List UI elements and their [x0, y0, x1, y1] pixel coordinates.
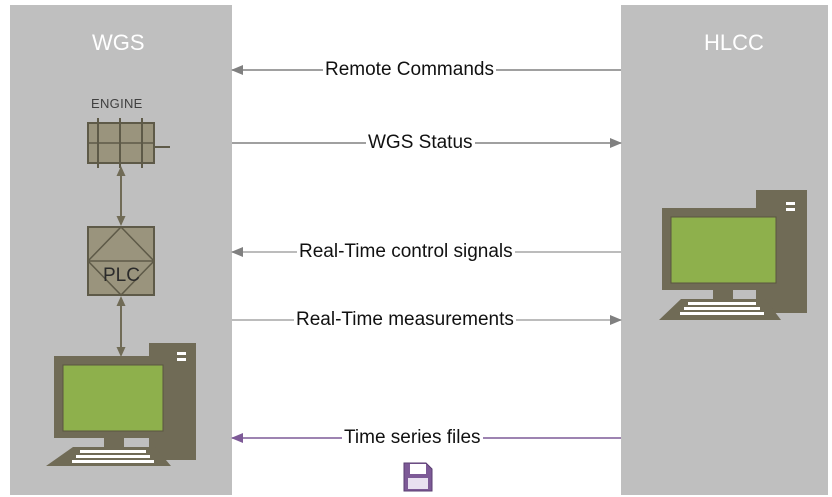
computer-icon [46, 343, 196, 466]
wgs-title: WGS [92, 30, 145, 55]
message-label-control-signals: Real-Time control signals [297, 241, 515, 263]
plc-label: PLC [103, 265, 140, 286]
hlcc-title: HLCC [704, 30, 764, 55]
message-label-remote-commands: Remote Commands [323, 59, 496, 81]
engine-icon [87, 118, 170, 168]
message-label-wgs-status: WGS Status [366, 132, 475, 154]
floppy-disk-icon [403, 462, 433, 492]
message-label-measurements: Real-Time measurements [294, 309, 516, 331]
message-label-time-series: Time series files [342, 427, 483, 449]
plc-icon [86, 225, 156, 297]
hlcc-computer-icon [659, 190, 807, 320]
engine-label: ENGINE [91, 96, 143, 111]
